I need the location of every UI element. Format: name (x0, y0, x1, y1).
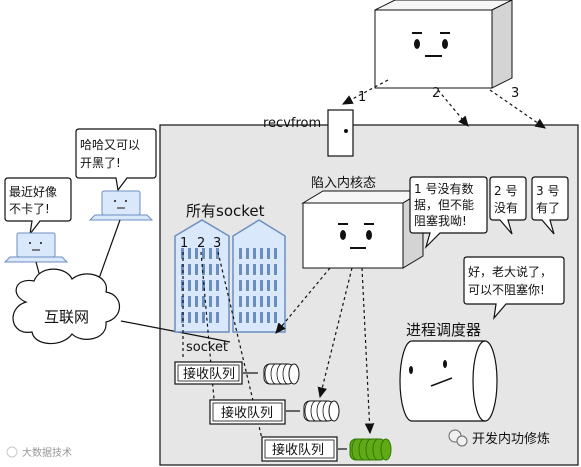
process-bubble-1: 1 号没有数 据，但不能 阻塞我呦! (409, 176, 488, 250)
queue-2-buffer (303, 400, 340, 422)
process-bubble-3-line2: 有了 (536, 201, 560, 215)
internet-label: 互联网 (44, 308, 89, 326)
watermark-left-text: 大数据技术 (22, 446, 72, 459)
process-bubble-3-line1: 3 号 (536, 184, 559, 198)
socket-number-2: 2 (197, 236, 205, 251)
laptop-2 (88, 190, 154, 221)
arrow-label-1: 1 (358, 90, 366, 105)
scheduler-bubble: 好，老大说了， 可以不阻塞你! (463, 256, 565, 320)
queue-3-buffer-full (349, 438, 392, 461)
socket-number-3: 3 (213, 236, 221, 251)
kernel-label: 陷入内核态 (311, 175, 376, 191)
kernel-cube (301, 190, 425, 269)
laptop1-speech-bubble: 最近好像 不卡了! (4, 177, 72, 235)
internet-cloud (12, 268, 121, 345)
arrow-label-3: 3 (511, 86, 519, 101)
recv-queue-2-label: 接收队列 (221, 405, 273, 421)
recv-queue-3-label: 接收队列 (272, 442, 324, 458)
scheduler-bubble-line1: 好，老大说了， (468, 264, 552, 279)
recv-queue-1-label: 接收队列 (183, 366, 235, 382)
laptop1-bubble-line1: 最近好像 (9, 185, 57, 199)
scheduler-label: 进程调度器 (406, 321, 481, 339)
arrow-label-2: 2 (432, 86, 440, 101)
process-bubble-2: 2 号 没有 (489, 176, 527, 235)
laptop2-speech-bubble: 哈哈又可以 开黑了! (75, 128, 157, 192)
laptop2-bubble-line2: 开黑了! (80, 156, 121, 170)
recv-queue-2 (209, 399, 286, 425)
process-bubble-3: 3 号 有了 (531, 176, 569, 235)
recvfrom-door (327, 109, 354, 157)
watermark-right: 开发内功修炼 (448, 429, 550, 447)
recvfrom-label: recvfrom (263, 116, 321, 131)
recv-queue-1 (174, 361, 243, 385)
scheduler-bubble-line2: 可以不阻塞你! (468, 282, 545, 297)
process-bubble-2-line1: 2 号 (494, 184, 517, 198)
process-bubble-1-line2: 据，但不能 (414, 198, 474, 212)
all-sockets-label: 所有socket (186, 202, 265, 220)
socket-building-2 (232, 219, 286, 333)
queue-1-buffer (263, 363, 300, 385)
process-cube (374, 0, 513, 89)
process-bubble-1-line3: 阻塞我呦! (414, 213, 467, 228)
socket-label: socket (186, 340, 228, 355)
socket-number-1: 1 (180, 236, 188, 251)
laptop2-bubble-line1: 哈哈又可以 (80, 138, 140, 152)
socket-building-1 (174, 219, 230, 333)
scheduler-cylinder (399, 340, 498, 422)
laptop-1 (3, 232, 69, 263)
watermark-left: 大数据技术 (6, 446, 72, 459)
recv-queue-3 (261, 436, 338, 462)
watermark-right-text: 开发内功修炼 (472, 431, 550, 447)
process-bubble-1-line1: 1 号没有数 (414, 181, 473, 196)
laptop1-bubble-line2: 不卡了! (9, 202, 50, 216)
process-bubble-2-line2: 没有 (494, 200, 518, 215)
